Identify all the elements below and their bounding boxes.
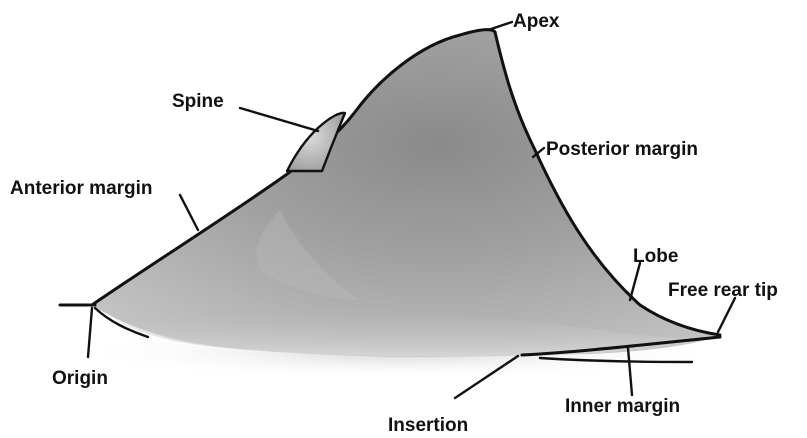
label-anterior-margin: Anterior margin (10, 178, 153, 199)
anterior-margin-leader (180, 195, 198, 230)
label-inner-margin: Inner margin (565, 396, 680, 417)
label-free-rear-tip: Free rear tip (668, 280, 778, 301)
label-origin: Origin (52, 368, 108, 389)
apex-leader (488, 22, 512, 30)
lobe-leader (630, 263, 640, 300)
label-posterior-margin: Posterior margin (546, 139, 698, 160)
label-apex: Apex (513, 11, 560, 32)
free-rear-tip-leader (718, 298, 735, 332)
label-spine: Spine (172, 91, 224, 112)
label-lobe: Lobe (633, 246, 678, 267)
label-insertion: Insertion (388, 415, 468, 436)
fin-body (92, 30, 720, 357)
spine-leader (240, 108, 318, 131)
